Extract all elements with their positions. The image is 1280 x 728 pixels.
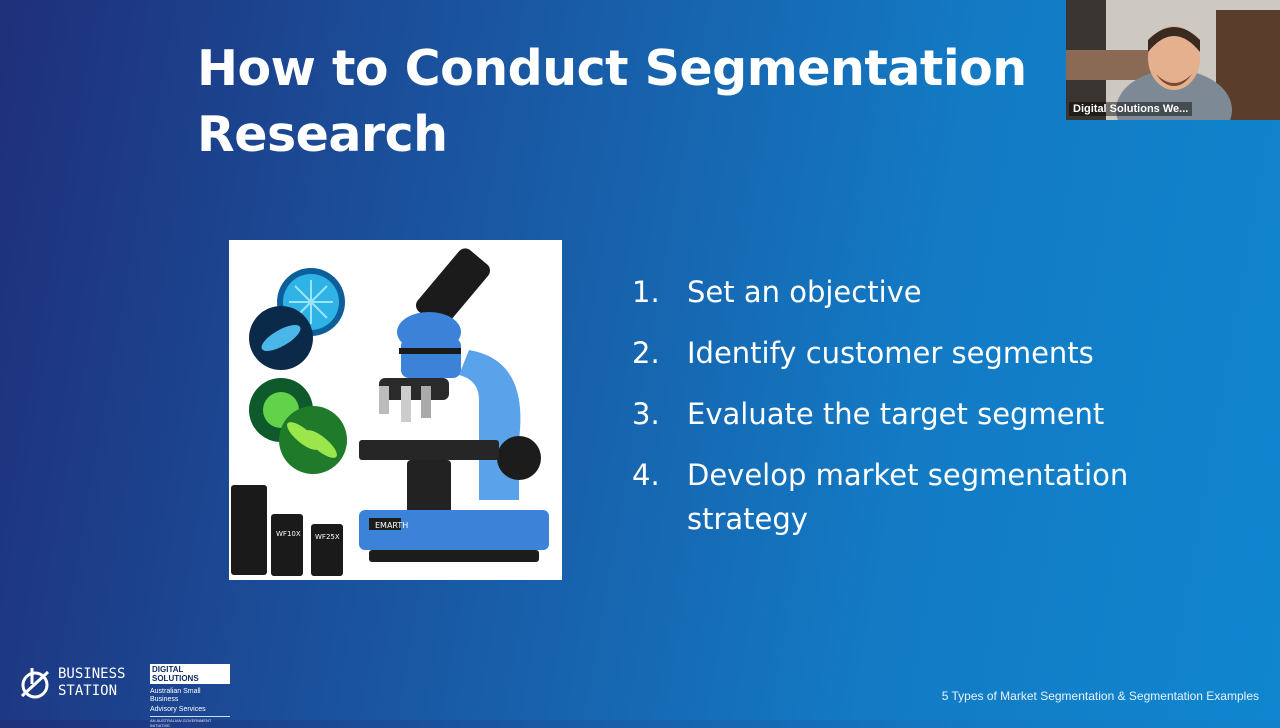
microscope-image: EMARTH WF10X WF25X [229,240,562,580]
step-item: 1. Set an objective [632,270,1192,314]
webcam-video [1066,0,1280,120]
digital-solutions-line1: Australian Small Business [150,688,201,703]
business-station-logo: BUSINESS STATION [18,666,125,700]
steps-list: 1. Set an objective 2. Identify customer… [632,270,1192,558]
digital-solutions-line2: Advisory Services [150,706,206,713]
digital-solutions-tag: DIGITAL SOLUTIONS [150,664,230,684]
eyepiece-label-2: WF25X [315,533,340,541]
slide-title: How to Conduct Segmentation Research [197,40,1027,163]
step-item: 3. Evaluate the target segment [632,392,1192,436]
step-number: 4. [632,458,660,492]
step-text: Set an objective [687,275,922,309]
step-text: Evaluate the target segment [687,397,1105,431]
step-text: Identify customer segments [687,336,1094,370]
webcam-tile[interactable]: Digital Solutions We... [1066,0,1280,120]
digital-solutions-logo: DIGITAL SOLUTIONS Australian Small Busin… [150,664,230,728]
step-text: Develop market segmentation strategy [687,458,1129,536]
step-item: 4. Develop market segmentation strategy [632,453,1192,541]
eyepiece-label-1: WF10X [276,530,301,538]
business-station-line2: STATION [58,683,118,699]
step-item: 2. Identify customer segments [632,331,1192,375]
gov-initiative-text: AN AUSTRALIAN GOVERNMENT INITIATIVE [150,716,230,728]
step-number: 1. [632,275,660,309]
participant-name: Digital Solutions We... [1069,102,1193,116]
slide-footer: 5 Types of Market Segmentation & Segment… [941,689,1259,703]
microscope-illustration: EMARTH WF10X WF25X [231,248,549,576]
step-number: 2. [632,336,660,370]
brand-label: EMARTH [375,521,408,530]
business-station-icon [20,668,50,699]
step-number: 3. [632,397,660,431]
business-station-line1: BUSINESS [58,666,126,682]
